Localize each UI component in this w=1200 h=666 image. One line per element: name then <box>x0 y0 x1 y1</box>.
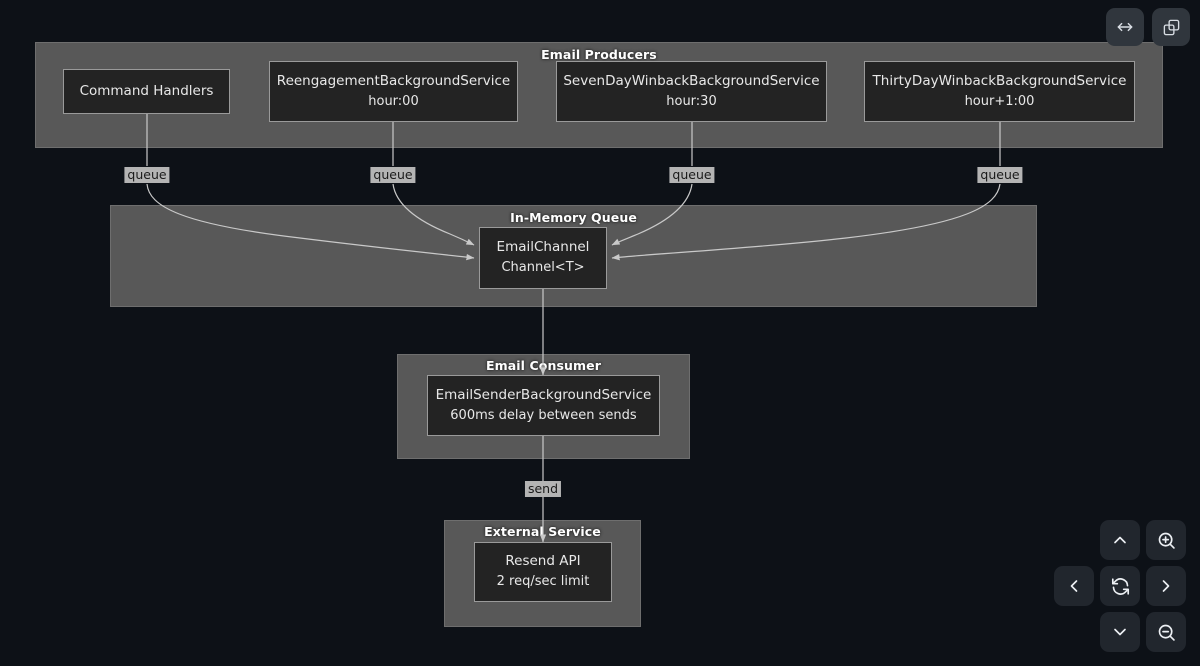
node-email-sender-line1: EmailSenderBackgroundService <box>435 386 652 403</box>
node-reengagement-line1: ReengagementBackgroundService <box>276 72 511 89</box>
zoom-in-button[interactable] <box>1146 520 1186 560</box>
edge-label-queue-3: queue <box>669 167 715 183</box>
node-resend-api-line1: Resend API <box>505 553 581 570</box>
node-email-channel[interactable]: EmailChannel Channel<T> <box>479 227 607 289</box>
edge-label-queue-4: queue <box>977 167 1023 183</box>
node-command-handlers-line1: Command Handlers <box>79 83 214 100</box>
fit-width-button[interactable] <box>1106 8 1144 46</box>
edge-label-send: send <box>524 481 562 497</box>
pan-right-button[interactable] <box>1146 566 1186 606</box>
node-email-channel-line2: Channel<T> <box>501 260 585 276</box>
node-command-handlers[interactable]: Command Handlers <box>63 69 230 114</box>
zoom-in-icon <box>1156 530 1177 551</box>
node-sevenday-line2: hour:30 <box>666 93 717 109</box>
node-thirtyday-line2: hour+1:00 <box>964 93 1035 109</box>
chevron-down-icon <box>1110 622 1130 642</box>
reset-button[interactable] <box>1100 566 1140 606</box>
zoom-out-icon <box>1156 622 1177 643</box>
node-reengagement-background-service[interactable]: ReengagementBackgroundService hour:00 <box>269 61 518 122</box>
edge-label-queue-2: queue <box>370 167 416 183</box>
node-thirtyday-winback-background-service[interactable]: ThirtyDayWinbackBackgroundService hour+1… <box>864 61 1135 122</box>
node-email-channel-line1: EmailChannel <box>496 239 590 256</box>
node-email-sender-background-service[interactable]: EmailSenderBackgroundService 600ms delay… <box>427 375 660 436</box>
chevron-left-icon <box>1064 576 1084 596</box>
edge-label-queue-1: queue <box>124 167 170 183</box>
navigation-pad <box>1054 520 1186 652</box>
zoom-out-button[interactable] <box>1146 612 1186 652</box>
node-email-sender-line2: 600ms delay between sends <box>450 407 637 423</box>
toolbar <box>1106 8 1190 46</box>
cluster-title-in-memory-queue: In-Memory Queue <box>510 210 637 225</box>
cluster-title-email-consumer: Email Consumer <box>486 358 601 373</box>
chevron-up-icon <box>1110 530 1130 550</box>
node-reengagement-line2: hour:00 <box>368 93 419 109</box>
node-resend-api[interactable]: Resend API 2 req/sec limit <box>474 542 612 602</box>
node-sevenday-line1: SevenDayWinbackBackgroundService <box>563 72 820 89</box>
copy-button[interactable] <box>1152 8 1190 46</box>
node-resend-api-line2: 2 req/sec limit <box>496 574 590 590</box>
pan-up-button[interactable] <box>1100 520 1140 560</box>
pan-left-button[interactable] <box>1054 566 1094 606</box>
chevron-right-icon <box>1156 576 1176 596</box>
node-sevenday-winback-background-service[interactable]: SevenDayWinbackBackgroundService hour:30 <box>556 61 827 122</box>
refresh-icon <box>1110 576 1131 597</box>
arrows-horizontal-icon <box>1115 17 1135 37</box>
pan-down-button[interactable] <box>1100 612 1140 652</box>
cluster-title-external-service: External Service <box>484 524 601 539</box>
copy-icon <box>1162 18 1181 37</box>
cluster-title-email-producers: Email Producers <box>541 47 657 62</box>
node-thirtyday-line1: ThirtyDayWinbackBackgroundService <box>872 72 1127 89</box>
